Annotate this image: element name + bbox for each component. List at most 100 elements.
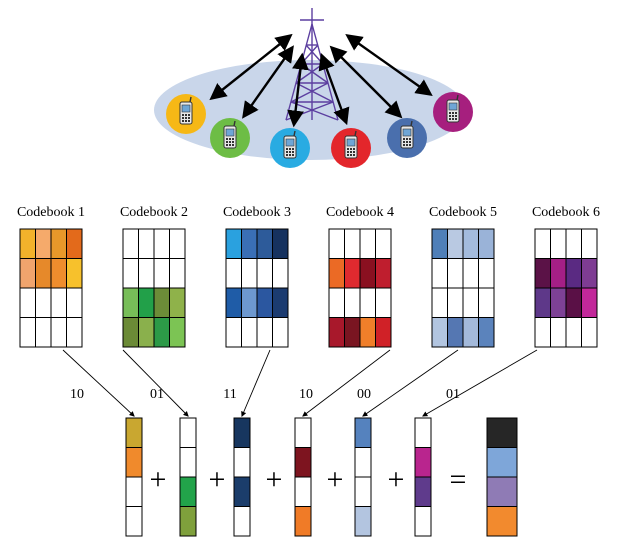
codeword-cell [125,417,143,448]
codebook-cell [50,317,67,348]
phone-icon-red [331,128,371,168]
codeword-cell [414,447,432,478]
codebook-cell [153,228,170,259]
codebook-cell [241,317,258,348]
codebook-cell [122,228,139,259]
mapping-line [122,349,189,417]
codebook-cell [153,317,170,348]
codebook-cell [328,317,345,348]
link-arrows [209,33,433,128]
code-bits-label: 10 [70,387,84,402]
result-cell [486,476,518,507]
codebook-cell [50,287,67,318]
codeword-cell [233,476,251,507]
codebook-cell [256,258,273,289]
codeword-cell [414,476,432,507]
codebook-cell [431,258,448,289]
codebook-cell [272,228,289,259]
link-arrow [242,45,294,119]
plus-sign: + [327,463,344,496]
code-bits-label: 01 [150,387,164,402]
mapping-line [241,349,271,417]
codebook-cell [431,228,448,259]
sum-operators: +++++= [150,463,467,496]
codebook-cell [375,287,392,318]
phone-icon-blue [387,118,427,158]
codebook-cell [138,317,155,348]
code-bits-label: 00 [357,387,371,402]
phone-icon-cyan [270,128,310,168]
link-arrow [345,34,433,96]
mapping-line [302,349,391,417]
codebook-cell [241,287,258,318]
codebook-cell [375,317,392,348]
codebook-cell [66,228,83,259]
codebook-cell [50,258,67,289]
codebook-cell [35,228,52,259]
codebook-1: Codebook 1 [17,205,85,348]
codebook-cell [256,317,273,348]
codebook-cell [534,228,551,259]
codeword-cell [179,476,197,507]
codebook-cell [478,287,495,318]
codebook-cell [581,258,598,289]
codeword-cell [414,506,432,537]
codebook-4: Codebook 4 [326,205,394,348]
code-bits-label: 01 [446,387,460,402]
codeword-cell [233,506,251,537]
result-cell [486,417,518,448]
codebook-cell [241,228,258,259]
codebook-cell [534,317,551,348]
codebook-cell [344,228,361,259]
mapping-line [62,349,135,417]
plus-sign: + [388,463,405,496]
codeword-cell [354,447,372,478]
codebook-cell [153,287,170,318]
codebook-cell [462,287,479,318]
codebook-cell [35,317,52,348]
codebook-cell [462,317,479,348]
codeword-cell [294,447,312,478]
plus-sign: + [150,463,167,496]
codebook-cell [169,258,186,289]
codebook-cell [256,228,273,259]
codeword-3 [233,417,251,537]
codebook-label: Codebook 1 [17,205,85,220]
mapping-line [362,349,459,417]
codebook-cell [447,258,464,289]
codeword-cell [125,476,143,507]
codebook-cell [478,228,495,259]
codebook-cell [447,228,464,259]
codebook-5: Codebook 5 [429,205,497,348]
codebook-cell [225,258,242,289]
codebook-cell [534,258,551,289]
phone-icon-green [210,118,250,158]
codebook-cell [550,228,567,259]
codebook-3: Codebook 3 [223,205,291,348]
codebook-cell [225,287,242,318]
code-bits-label: 11 [223,387,236,402]
codebook-cell [272,317,289,348]
codebook-cell [478,258,495,289]
codebook-cell [565,287,582,318]
codebook-label: Codebook 4 [326,205,394,220]
codebook-cell [550,287,567,318]
codebook-cell [344,258,361,289]
codebook-cell [565,258,582,289]
codebook-cell [225,317,242,348]
codebook-cell [550,317,567,348]
codebook-cell [565,228,582,259]
result-cell [486,506,518,537]
codeword-cell [354,506,372,537]
codebook-cell [581,287,598,318]
codeword-cell [294,417,312,448]
phone-icon-magenta [433,92,473,132]
codebook-label: Codebook 3 [223,205,291,220]
codebook-cell [272,258,289,289]
codebook-cell [225,228,242,259]
codebook-cell [328,228,345,259]
codebook-cell [431,287,448,318]
